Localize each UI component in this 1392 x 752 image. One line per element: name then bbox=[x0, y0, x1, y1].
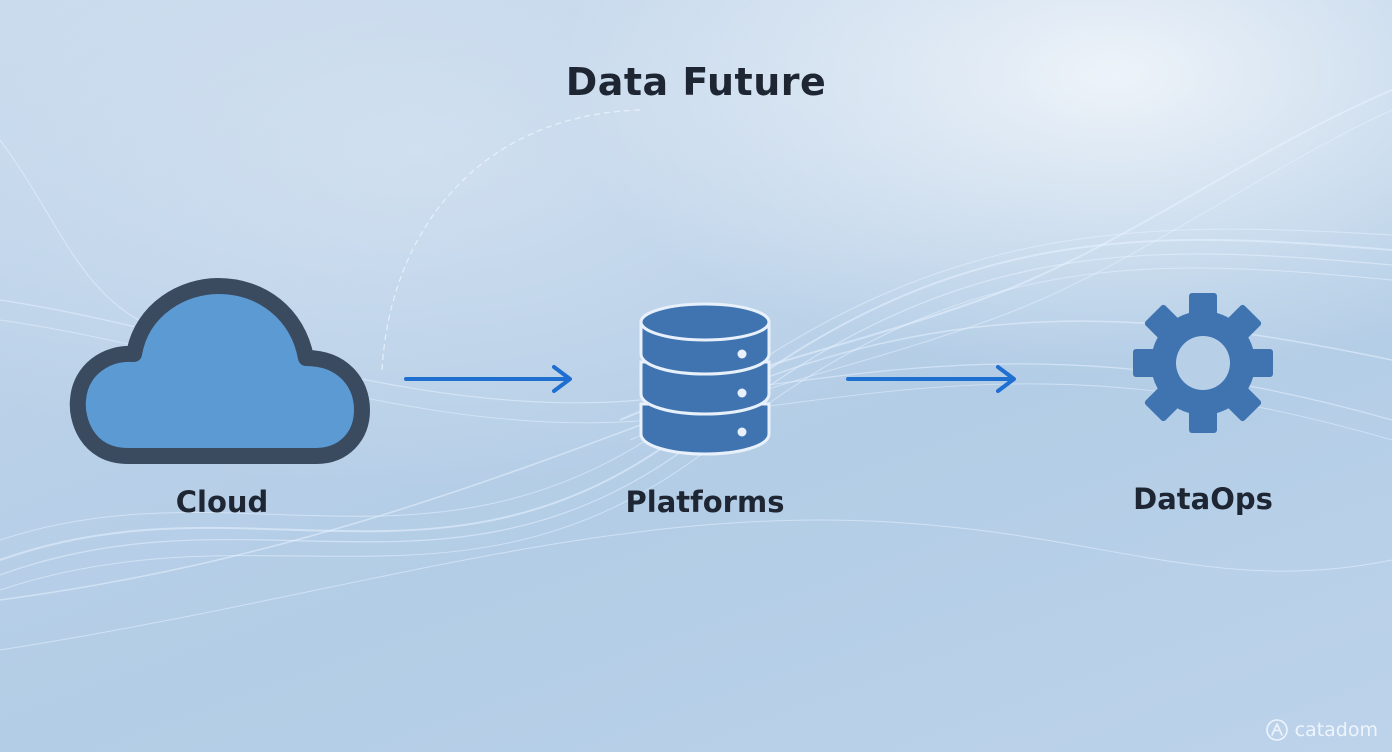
node-label-dataops: DataOps bbox=[1133, 482, 1273, 516]
node-label-platforms: Platforms bbox=[625, 485, 785, 519]
watermark: catadom bbox=[1265, 718, 1378, 742]
gear-icon bbox=[1133, 293, 1273, 433]
cloud-icon bbox=[69, 278, 370, 464]
database-icon bbox=[639, 302, 771, 456]
node-label-cloud: Cloud bbox=[175, 485, 269, 519]
watermark-text: catadom bbox=[1294, 719, 1378, 741]
arrow-right-icon bbox=[404, 365, 572, 393]
diagram-title: Data Future bbox=[565, 60, 827, 104]
arrow-right-icon bbox=[846, 365, 1016, 393]
watermark-logo-icon bbox=[1265, 719, 1288, 741]
